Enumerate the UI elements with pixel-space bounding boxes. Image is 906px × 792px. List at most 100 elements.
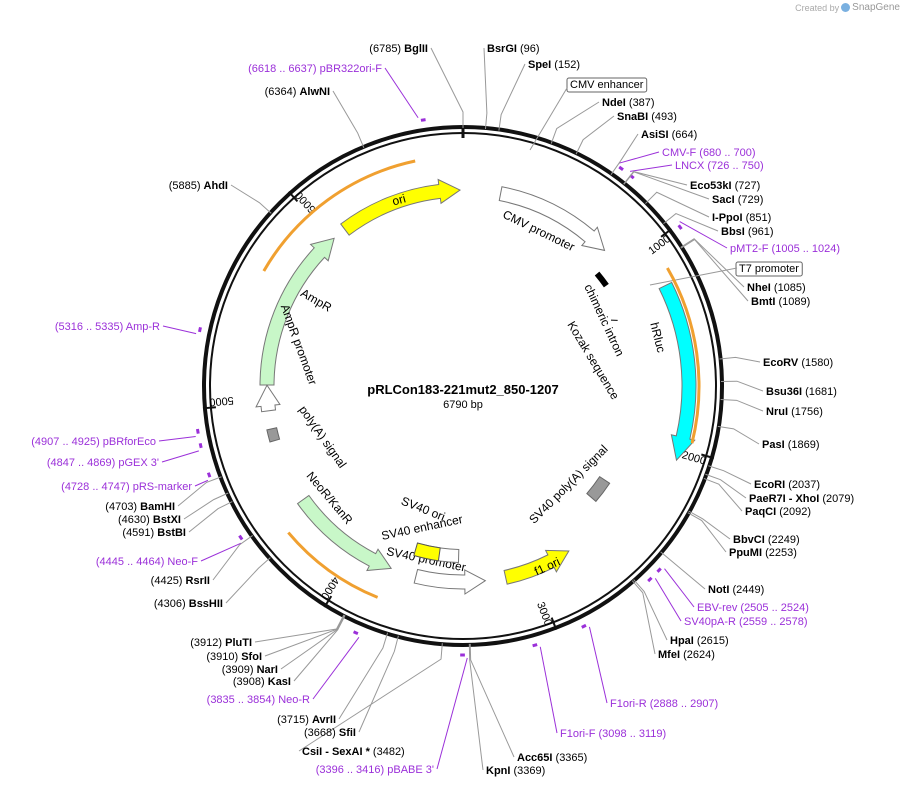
feature-label-polya: poly(A) signal — [296, 403, 349, 471]
site-label[interactable]: (6364) AlwNI — [265, 86, 330, 98]
primer-leader — [630, 165, 672, 171]
site-label[interactable]: (3908) KasI — [233, 676, 291, 688]
snapgene-watermark: Created by SnapGene — [795, 2, 900, 13]
primer-label[interactable]: (3396 .. 3416) pBABE 3' — [316, 764, 434, 776]
brand-text: SnapGene — [852, 2, 900, 13]
site-leader — [708, 466, 751, 484]
primer-mark — [239, 536, 242, 540]
site-label[interactable]: SnaBI (493) — [617, 111, 677, 123]
primer-label[interactable]: SV40pA-R (2559 .. 2578) — [684, 616, 808, 628]
feature-ampr-promoter[interactable] — [256, 385, 280, 412]
primer-label[interactable]: (4847 .. 4869) pGEX 3' — [47, 457, 159, 469]
site-label[interactable]: SacI (729) — [712, 194, 763, 206]
primer-mark — [354, 632, 358, 634]
site-label[interactable]: Bsu36I (1681) — [766, 386, 837, 398]
feature-sv40-polya[interactable] — [587, 477, 610, 502]
plasmid-name: pRLCon183-221mut2_850-1207 — [367, 382, 558, 397]
site-label[interactable]: BbvCI (2249) — [733, 534, 800, 546]
site-label[interactable]: (5885) AhdI — [169, 180, 228, 192]
primer-leader — [385, 68, 418, 118]
site-label[interactable]: PaqCI (2092) — [745, 506, 811, 518]
site-label[interactable]: (3910) SfoI — [206, 651, 262, 663]
site-label[interactable]: PpuMI (2253) — [729, 547, 797, 559]
site-leader — [431, 48, 463, 128]
primer-label[interactable]: CMV-F (680 .. 700) — [662, 147, 756, 159]
primer-label[interactable]: F1ori-F (3098 .. 3119) — [560, 728, 666, 740]
site-label[interactable]: HpaI (2615) — [670, 635, 729, 647]
primer-mark — [533, 645, 538, 646]
primer-leader — [313, 637, 359, 699]
site-label[interactable]: (4703) BamHI — [105, 501, 175, 513]
feature-label-hrluc: hRluc — [647, 321, 668, 354]
site-leader — [281, 615, 345, 669]
primer-label[interactable]: pMT2-F (1005 .. 1024) — [730, 243, 840, 255]
primer-mark — [208, 473, 210, 477]
primer-label[interactable]: (5316 .. 5335) Amp-R — [55, 321, 160, 333]
site-leader — [470, 644, 514, 757]
created-by-text: Created by — [795, 3, 839, 13]
site-label[interactable]: (4306) BssHII — [154, 598, 223, 610]
site-label[interactable]: SpeI (152) — [528, 59, 580, 71]
feature-polya[interactable] — [267, 428, 280, 442]
primer-leader — [437, 658, 467, 769]
primer-label[interactable]: (3835 .. 3854) Neo-R — [207, 694, 310, 706]
position-tick-label: 1000 — [646, 233, 673, 257]
site-label[interactable]: I-PpoI (851) — [712, 212, 771, 224]
site-label[interactable]: EcoRV (1580) — [763, 357, 833, 369]
site-leader — [213, 535, 253, 580]
site-label[interactable]: NotI (2449) — [708, 584, 764, 596]
site-leader — [189, 502, 232, 532]
site-label[interactable]: Acc65I (3365) — [517, 752, 587, 764]
feature-hrluc[interactable] — [659, 282, 696, 460]
site-label[interactable]: CsiI - SexAI * (3482) — [302, 746, 405, 758]
site-label[interactable]: NheI (1085) — [747, 282, 806, 294]
site-label[interactable]: (3909) NarI — [222, 664, 278, 676]
primer-label[interactable]: LNCX (726 .. 750) — [675, 160, 764, 172]
site-label[interactable]: (4425) RsrII — [151, 575, 210, 587]
site-leader — [359, 636, 398, 732]
primer-leader — [540, 647, 557, 733]
feature-chimeric-intron[interactable] — [597, 274, 606, 286]
site-label[interactable]: KpnI (3369) — [486, 765, 545, 777]
position-tick-label: 3000 — [534, 600, 554, 627]
site-label[interactable]: BsrGI (96) — [487, 43, 540, 55]
primer-label[interactable]: (6618 .. 6637) pBR322ori-F — [248, 63, 382, 75]
site-label[interactable]: (4591) BstBI — [122, 527, 186, 539]
site-label[interactable]: BmtI (1089) — [751, 296, 810, 308]
primer-label[interactable]: (4728 .. 4747) pRS-marker — [61, 481, 192, 493]
site-label[interactable]: (3912) PluTI — [190, 637, 252, 649]
feature-sv40-promoter[interactable] — [414, 569, 485, 594]
site-label[interactable]: MfeI (2624) — [658, 649, 715, 661]
primer-label[interactable]: (4907 .. 4925) pBRforEco — [31, 436, 156, 448]
site-leader — [664, 214, 718, 231]
primer-mark — [421, 120, 426, 121]
site-label[interactable]: EcoRI (2037) — [754, 479, 820, 491]
position-tick-label: 4000 — [318, 574, 341, 601]
site-label[interactable]: PasI (1869) — [762, 439, 819, 451]
feature-label-ampr-promoter: AmpR promoter — [278, 302, 320, 386]
site-label[interactable]: (3668) SfiI — [304, 727, 356, 739]
site-label[interactable]: NdeI (387) — [602, 97, 655, 109]
site-label[interactable]: AsiSI (664) — [641, 129, 697, 141]
primer-label[interactable]: EBV-rev (2505 .. 2524) — [697, 602, 809, 614]
site-label[interactable]: PaeR7I - XhoI (2079) — [749, 493, 854, 505]
site-leader — [184, 493, 228, 519]
primer-leader — [163, 326, 196, 334]
site-label[interactable]: (3715) AvrII — [277, 714, 336, 726]
feature-ori[interactable] — [341, 179, 460, 235]
site-leader — [721, 400, 763, 411]
site-label[interactable]: (6785) BglII — [369, 43, 428, 55]
site-label[interactable]: Eco53kI (727) — [690, 180, 760, 192]
site-leader — [721, 381, 763, 391]
primer-label[interactable]: F1ori-R (2888 .. 2907) — [610, 698, 718, 710]
primer-mark — [619, 167, 623, 170]
site-label[interactable]: BbsI (961) — [721, 226, 774, 238]
site-label[interactable]: (4630) BstXI — [118, 514, 181, 526]
label-t7-promoter: T7 promoter — [739, 263, 799, 275]
plasmid-length: 6790 bp — [443, 399, 483, 411]
site-leader — [499, 64, 525, 131]
site-leader — [661, 552, 705, 589]
primer-mark — [679, 225, 682, 229]
site-label[interactable]: NruI (1756) — [766, 406, 823, 418]
primer-label[interactable]: (4445 .. 4464) Neo-F — [96, 556, 198, 568]
